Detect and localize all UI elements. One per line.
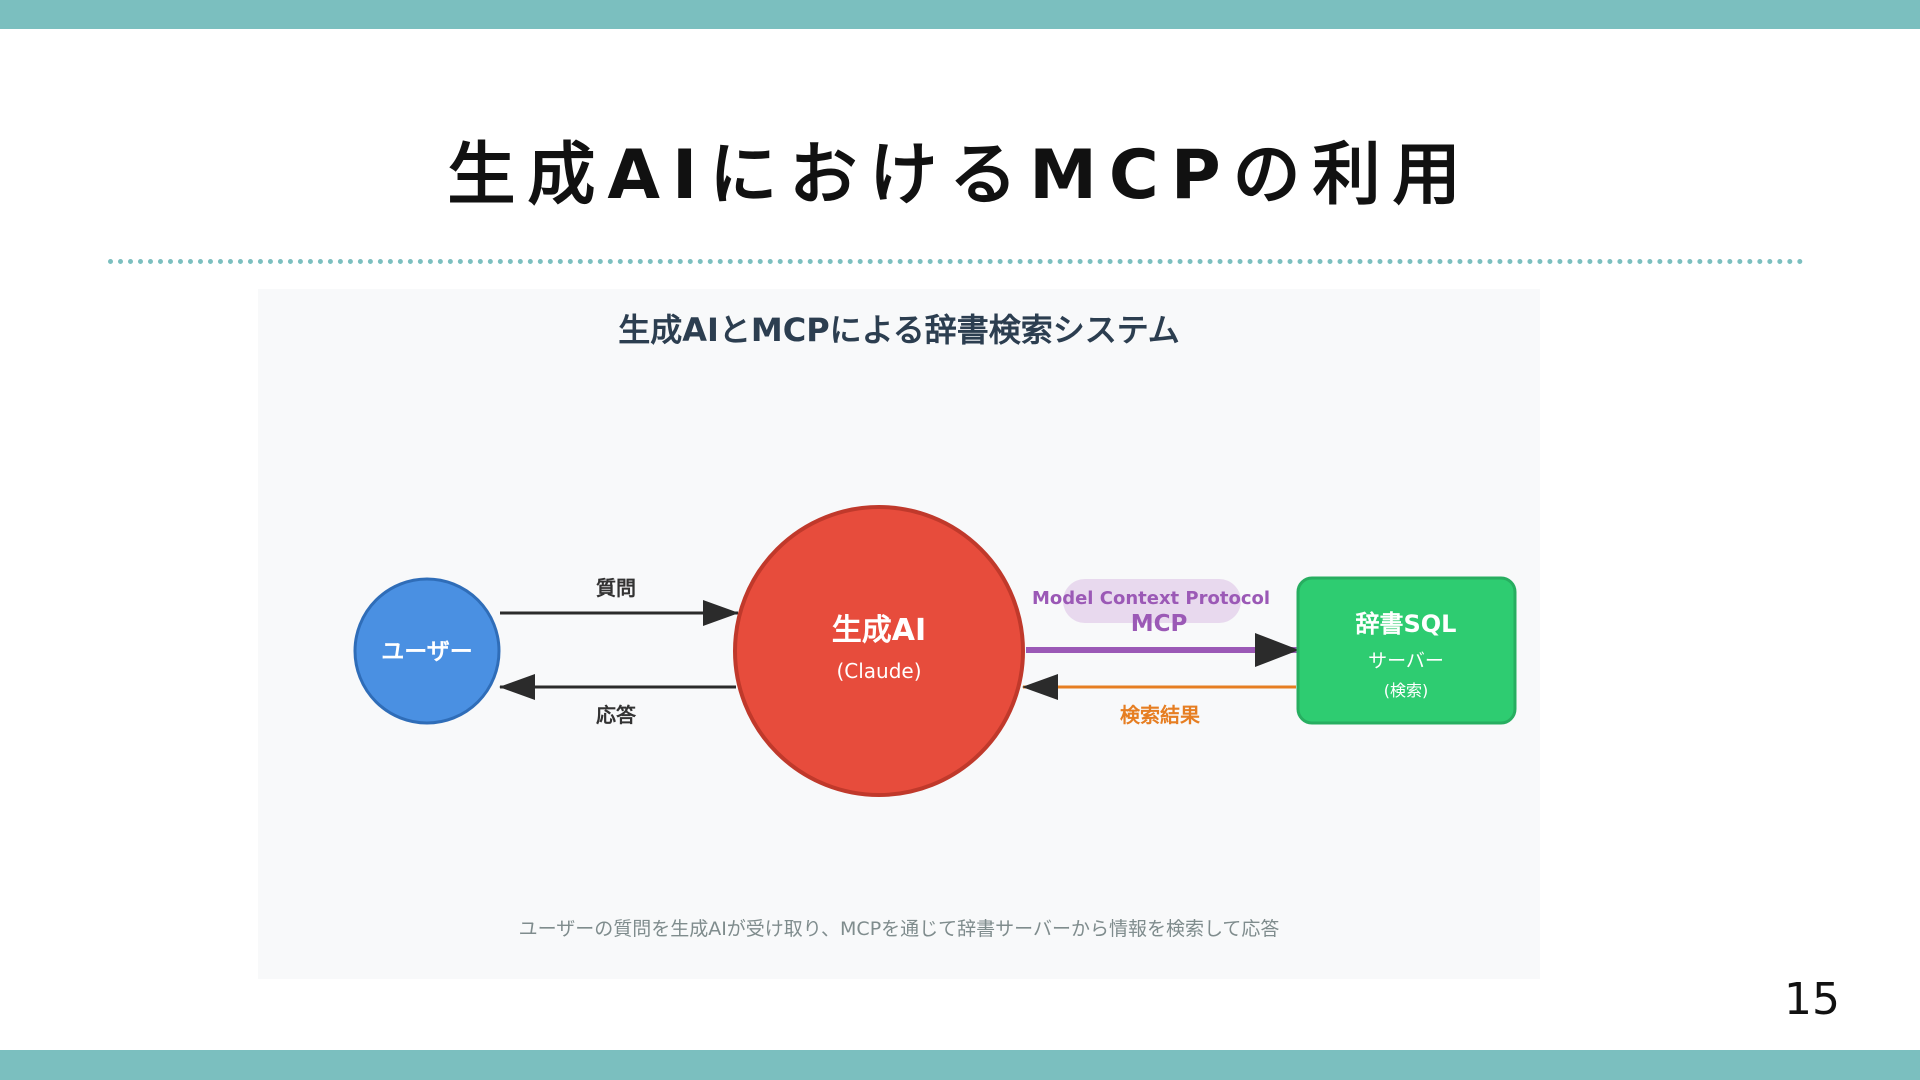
- user-node-label: ユーザー: [381, 639, 473, 665]
- page-number: 15: [1784, 974, 1840, 1025]
- ai-node-sublabel: (Claude): [836, 659, 921, 683]
- results-label: 検索結果: [1120, 703, 1200, 727]
- question-label: 質問: [596, 576, 636, 600]
- server-node-label: 辞書SQL: [1356, 610, 1457, 638]
- answer-label: 応答: [596, 703, 637, 727]
- user-node: [353, 577, 501, 725]
- mcp-protocol-label: Model Context Protocol: [1032, 588, 1270, 609]
- bottom-accent-band: [0, 1050, 1920, 1080]
- diagram-panel: 生成AIとMCPによる辞書検索システム 質問 応答 Model Context …: [258, 289, 1540, 979]
- diagram-svg: 生成AIとMCPによる辞書検索システム 質問 応答 Model Context …: [353, 311, 1517, 940]
- ai-node: [733, 505, 1025, 797]
- dotted-divider: [108, 259, 1804, 264]
- mcp-label-pill: [1063, 579, 1241, 623]
- diagram-title: 生成AIとMCPによる辞書検索システム: [618, 311, 1180, 349]
- ai-node-label: 生成AI: [832, 613, 926, 648]
- server-node-sublabel: サーバー: [1368, 650, 1444, 672]
- server-node-sublabel2: (検索): [1384, 681, 1429, 700]
- diagram-caption: ユーザーの質問を生成AIが受け取り、MCPを通じて辞書サーバーから情報を検索して…: [519, 918, 1280, 940]
- top-accent-band: [0, 0, 1920, 29]
- mcp-label: MCP: [1131, 611, 1188, 637]
- slide-title: 生成AIにおけるMCPの利用: [447, 136, 1473, 215]
- server-node: [1296, 576, 1517, 725]
